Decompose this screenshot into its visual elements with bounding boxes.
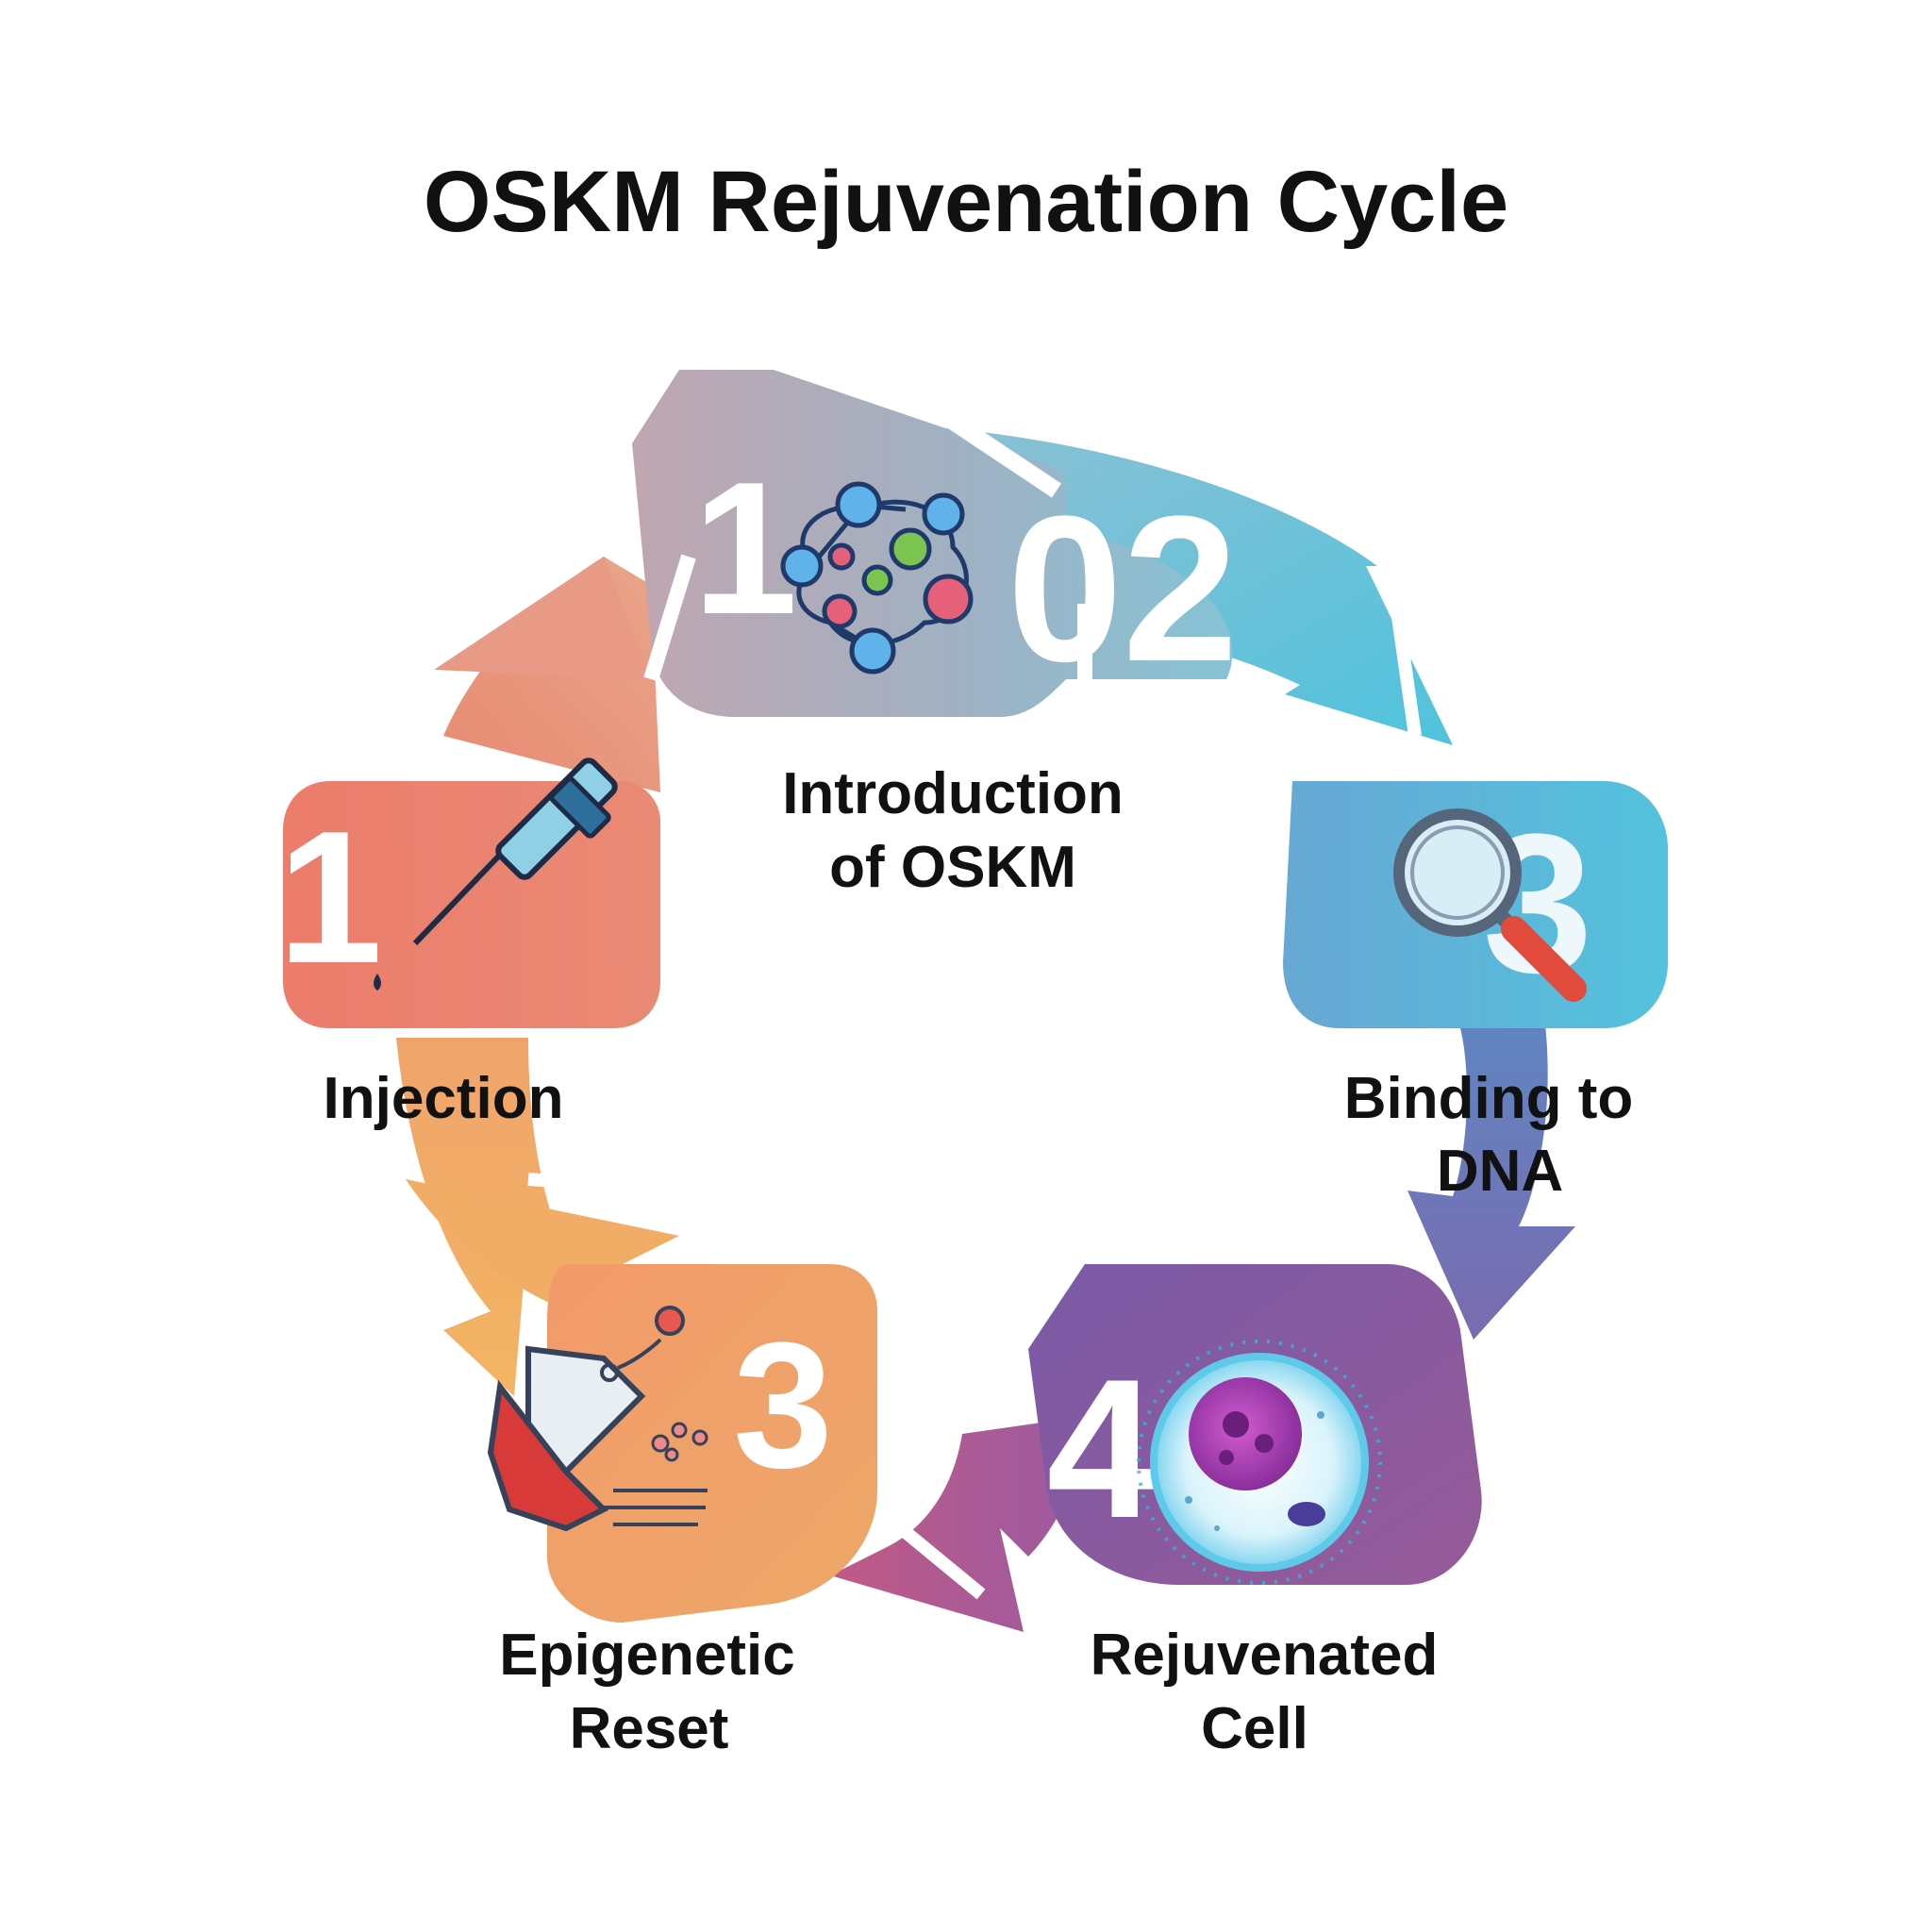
- arc-right: [1407, 1009, 1575, 1340]
- arc-left-lower: [406, 1179, 679, 1302]
- magnifying-glass-icon: [1393, 808, 1587, 1002]
- label-rejuvenated-line2: Cell: [1201, 1696, 1308, 1761]
- cell-icon: [1137, 1340, 1382, 1585]
- label-injection: Injection: [324, 1066, 564, 1131]
- label-epigenetic-line1: Epigenetic: [499, 1623, 795, 1688]
- molecule-cluster-icon: [780, 481, 974, 675]
- epigenetic-tag-icon: [487, 1306, 708, 1532]
- arc-top-left-head: [434, 557, 651, 679]
- label-binding-line1: Binding to: [1344, 1066, 1633, 1131]
- tile-injection: [283, 781, 660, 1028]
- label-binding-line2: DNA: [1437, 1139, 1563, 1204]
- label-rejuvenated-line1: Rejuvenated: [1091, 1623, 1439, 1688]
- diagram-title: OSKM Rejuvenation Cycle: [424, 154, 1508, 250]
- arc-bottom: [830, 1415, 1094, 1632]
- step-number-injection: 1: [277, 792, 382, 1003]
- label-epigenetic-line2: Reset: [570, 1696, 729, 1761]
- step-number-02: 02: [1008, 473, 1239, 705]
- step-number-epigenetic: 3: [733, 1306, 833, 1506]
- tile-epigenetic: [547, 1264, 877, 1623]
- label-introduction-line1: Introduction: [782, 761, 1124, 826]
- syringe-icon: [374, 758, 618, 991]
- step-number-introduction: 1: [692, 443, 797, 654]
- label-introduction-line2: of OSKM: [829, 835, 1076, 900]
